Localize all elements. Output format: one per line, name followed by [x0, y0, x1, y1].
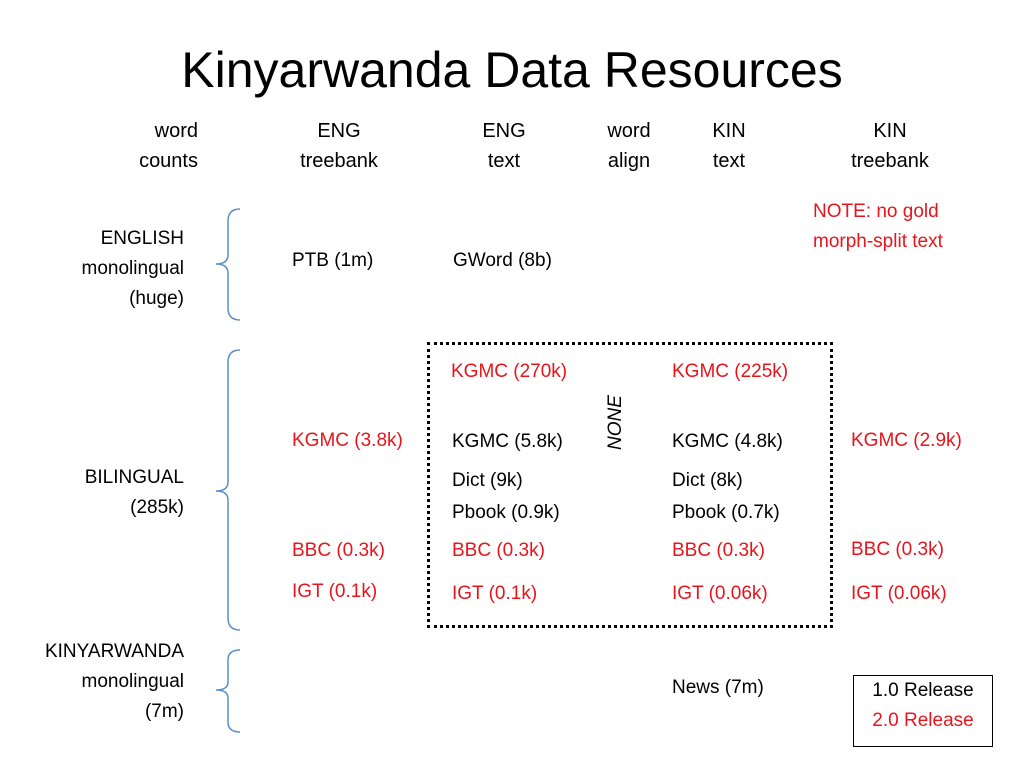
cell-kin-treebank-kgmc: KGMC (2.9k): [851, 430, 962, 451]
cell-eng-text-bbc: BBC (0.3k): [452, 540, 545, 561]
cell-eng-text-igt: IGT (0.1k): [452, 583, 538, 604]
cell-kin-text-kgmc: KGMC (4.8k): [672, 431, 783, 452]
slide-title: Kinyarwanda Data Resources: [181, 42, 843, 98]
cell-eng-text-dict: Dict (9k): [452, 470, 523, 491]
cell-eng-text-pbook: Pbook (0.9k): [452, 502, 560, 523]
legend-release-1: 1.0 Release: [872, 680, 974, 701]
cell-eng-treebank-bbc: BBC (0.3k): [292, 540, 385, 561]
cell-kin-text-kgmc-225k: KGMC (225k): [672, 361, 789, 382]
brace-kinyarwanda-icon: [215, 649, 241, 733]
word-align-none-label: NONE: [605, 395, 626, 450]
cell-news: News (7m): [672, 677, 764, 698]
cell-kin-text-bbc: BBC (0.3k): [672, 540, 765, 561]
cell-kin-text-dict: Dict (8k): [672, 470, 743, 491]
cell-kin-text-pbook: Pbook (0.7k): [672, 502, 780, 523]
cell-eng-text-kgmc-270k: KGMC (270k): [451, 361, 568, 382]
group-english-monolingual: ENGLISH monolingual (huge): [81, 228, 184, 309]
header-kin-text: KIN text: [712, 120, 746, 172]
cell-kin-treebank-igt: IGT (0.06k): [851, 583, 947, 604]
header-eng-treebank: ENG treebank: [300, 120, 378, 172]
header-word-counts: word counts: [139, 120, 198, 172]
group-kinyarwanda-monolingual: KINYARWANDA monolingual (7m): [44, 641, 184, 722]
cell-eng-treebank-igt: IGT (0.1k): [292, 581, 378, 602]
group-bilingual: BILINGUAL (285k): [84, 467, 184, 518]
header-kin-treebank: KIN treebank: [851, 120, 929, 172]
brace-english-icon: [215, 208, 241, 321]
header-word-align: word align: [607, 120, 651, 172]
cell-ptb: PTB (1m): [292, 250, 374, 271]
release-legend: 1.0 Release 2.0 Release: [853, 675, 993, 747]
cell-eng-treebank-kgmc: KGMC (3.8k): [292, 430, 403, 451]
cell-kin-text-igt: IGT (0.06k): [672, 583, 768, 604]
header-eng-text: ENG text: [482, 120, 526, 172]
legend-release-2: 2.0 Release: [872, 710, 974, 731]
cell-kin-treebank-bbc: BBC (0.3k): [851, 539, 944, 560]
brace-bilingual-icon: [215, 349, 241, 631]
note-text: NOTE: no gold morph-split text: [813, 201, 943, 252]
parallel-data-box: [427, 342, 833, 628]
cell-eng-text-kgmc: KGMC (5.8k): [452, 431, 563, 452]
cell-gword: GWord (8b): [453, 250, 552, 271]
